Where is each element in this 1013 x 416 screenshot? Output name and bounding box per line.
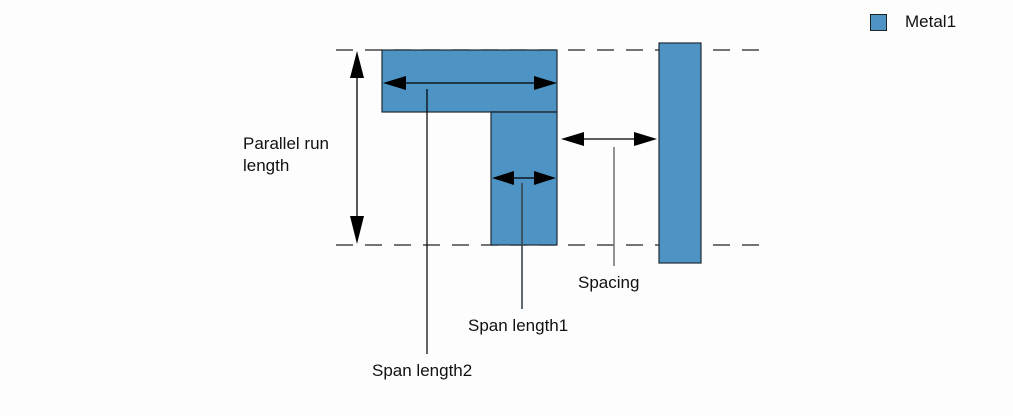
parallel-run-length-label: Parallel run length: [243, 134, 329, 175]
spacing-label: Spacing: [578, 273, 640, 292]
legend: Metal1: [870, 12, 956, 32]
span-length1-label: Span length1: [468, 316, 569, 335]
span-length2-label: Span length2: [372, 361, 473, 380]
span-length1-arrow: [492, 171, 556, 185]
arrowhead-up-icon: [350, 51, 364, 78]
span-length2-arrow: [383, 76, 557, 90]
arrowhead-left-icon: [383, 76, 406, 90]
metal1-swatch-icon: [870, 13, 887, 31]
legend-label-metal1: Metal1: [905, 12, 957, 31]
arrowhead-right-icon: [634, 132, 657, 146]
spacing-arrow: [561, 132, 657, 146]
right-wire-shape: [658, 42, 702, 264]
t-top-bar-shape: [381, 49, 558, 113]
arrowhead-right-icon: [534, 76, 557, 90]
parallel-run-length-arrow: [350, 51, 364, 244]
arrowhead-left-icon: [492, 171, 514, 185]
arrowhead-down-icon: [350, 216, 364, 244]
arrowhead-left-icon: [561, 132, 584, 146]
arrowhead-right-icon: [534, 171, 556, 185]
